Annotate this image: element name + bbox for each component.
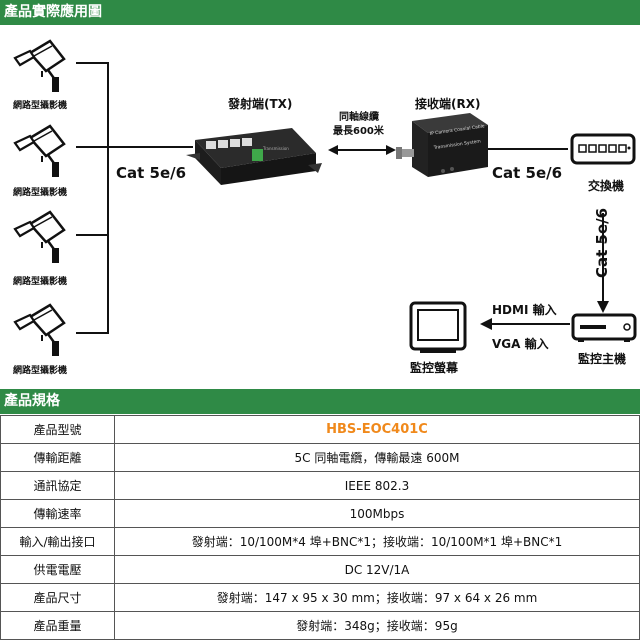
switch-icon [570, 133, 636, 165]
table-row: 產品重量 發射端：348g；接收端：95g [0, 611, 640, 640]
table-row: 傳輸距離 5C 同軸電纜，傳輸最遠 600M [0, 443, 640, 472]
diagram-graphics: Transmission [13, 39, 637, 358]
spec-key: 供電電壓 [0, 555, 115, 584]
coax-label-2: 最長600米 [333, 126, 384, 137]
spec-key: 產品尺寸 [0, 583, 115, 612]
camera-icon [13, 303, 66, 358]
monitor-icon [409, 301, 467, 353]
spec-key: 傳輸速率 [0, 499, 115, 528]
camera-label-4: 網路型攝影機 [13, 366, 68, 376]
rx-label: 接收端(RX) [415, 97, 481, 111]
application-diagram: Transmission [0, 25, 640, 388]
tx-label: 發射端(TX) [228, 97, 293, 111]
spec-value: 100Mbps [114, 499, 640, 528]
camera-icon [13, 39, 66, 94]
spec-value: DC 12V/1A [114, 555, 640, 584]
cat-label-vertical: Cat 5e/6 [593, 207, 611, 278]
camera-icon [13, 210, 66, 265]
table-row: 產品型號 HBS-EOC401C [0, 415, 640, 444]
tx-device-icon: Transmission [186, 128, 322, 185]
spec-value: 發射端：348g；接收端：95g [114, 611, 640, 640]
svg-text:Transmission: Transmission [262, 146, 289, 151]
coax-double-arrow [328, 145, 396, 155]
spec-key: 通訊協定 [0, 471, 115, 500]
spec-value: IEEE 802.3 [114, 471, 640, 500]
spec-section-header: 產品規格 [0, 389, 640, 414]
spec-value: 發射端：147 x 95 x 30 mm；接收端：97 x 64 x 26 mm [114, 583, 640, 612]
table-row: 傳輸速率 100Mbps [0, 499, 640, 528]
spec-key: 產品型號 [0, 415, 115, 444]
hdmi-label: HDMI 輸入 [492, 303, 557, 317]
nvr-label: 監控主機 [578, 352, 627, 366]
spec-value: 5C 同軸電纜，傳輸最遠 600M [114, 443, 640, 472]
spec-value: 發射端：10/100M*4 埠+BNC*1；接收端：10/100M*1 埠+BN… [114, 527, 640, 556]
spec-key: 傳輸距離 [0, 443, 115, 472]
camera-icon [13, 124, 66, 179]
diagram-section-header: 產品實際應用圖 [0, 0, 640, 25]
table-row: 產品尺寸 發射端：147 x 95 x 30 mm；接收端：97 x 64 x … [0, 583, 640, 612]
cat-label-left: Cat 5e/6 [116, 164, 187, 182]
monitor-label: 監控螢幕 [410, 361, 459, 375]
rx-device-icon [396, 113, 488, 177]
spec-key: 輸入/輸出接口 [0, 527, 115, 556]
switch-label: 交換機 [588, 179, 625, 193]
vga-label: VGA 輸入 [492, 337, 549, 351]
camera-label-3: 網路型攝影機 [13, 277, 68, 287]
table-row: 通訊協定 IEEE 802.3 [0, 471, 640, 500]
camera-label-2: 網路型攝影機 [13, 188, 68, 198]
nvr-icon [571, 313, 637, 342]
camera-connection-lines [76, 62, 193, 334]
nvr-monitor-arrow [480, 318, 570, 330]
switch-nvr-arrow [597, 213, 609, 313]
table-row: 輸入/輸出接口 發射端：10/100M*4 埠+BNC*1；接收端：10/100… [0, 527, 640, 556]
spec-table: 產品型號 HBS-EOC401C 傳輸距離 5C 同軸電纜，傳輸最遠 600M … [0, 415, 640, 640]
cat-label-right: Cat 5e/6 [492, 164, 563, 182]
spec-key: 產品重量 [0, 611, 115, 640]
table-row: 供電電壓 DC 12V/1A [0, 555, 640, 584]
spec-value: HBS-EOC401C [114, 415, 640, 444]
camera-label-1: 網路型攝影機 [13, 101, 68, 111]
coax-label-1: 同軸線纜 [339, 112, 379, 123]
